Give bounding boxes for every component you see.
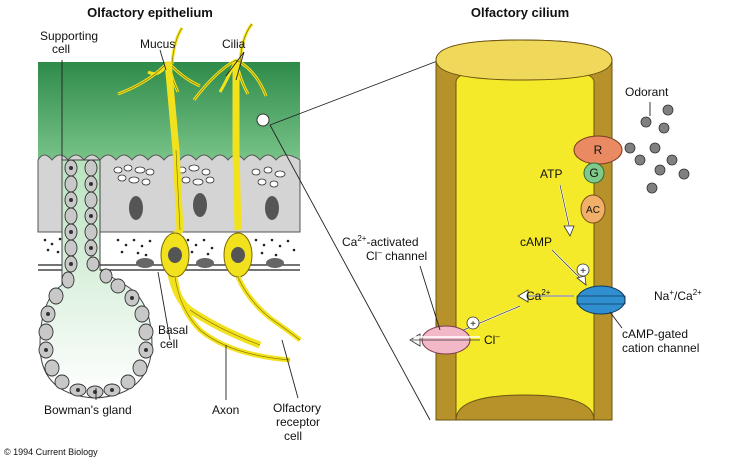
ca-activated-leader [419,265,441,331]
g-protein [583,162,605,184]
basal-cell [266,258,284,268]
axon-label: Axon [212,403,239,417]
bowmans-gland-label: Bowman's gland [44,403,132,417]
supporting-cell-nucleus [129,196,143,220]
g-protein-label: G [589,166,598,180]
camp-gated-channel-pore [576,295,626,305]
supporting-cell-nucleus [265,196,279,220]
cilium-top-cap [435,39,613,81]
olfactory-receptor-neuron-2 [192,23,302,342]
olfactory-receptor-neuron-1 [117,27,291,363]
adenylyl-cyclase [580,194,606,224]
ca-activated-label-1: Ca2+-activated [342,234,419,249]
camp-gated-leader [609,311,623,329]
supporting-cell-label-2: cell [52,42,70,56]
basal-cell-label-2: cell [160,337,178,351]
gland-nuclei [44,166,148,394]
supporting-cell-nucleus [193,193,207,217]
camp-label: cAMP [520,235,552,249]
supporting-cell-label-1: Supporting [40,29,98,43]
cilium-title: Olfactory cilium [471,5,569,20]
odorant-molecules [624,104,690,194]
olfactory-cilium-panel: Olfactory cilium Odorant R G AC ATP cAMP [342,5,702,421]
plus-sign-2-text: + [470,319,476,330]
receptor-label: R [594,143,603,157]
olfactory-receptor-cell-label-2: receptor [276,415,320,429]
plus-sign-1 [576,263,590,277]
na-ca-label: Na+/Ca2+ [654,288,702,303]
basal-cell-label-1: Basal [158,323,188,337]
plus-sign-2 [466,316,480,330]
olfactory-receptor-cell-label-1: Olfactory [273,401,321,415]
plus-sign-1-text: + [580,266,586,277]
atp-label: ATP [540,167,562,181]
mucus-label: Mucus [140,37,175,51]
camp-gated-channel [576,285,626,315]
cilia-label: Cilia [222,37,246,51]
cl-ion-label: Cl– [484,332,500,347]
magnified-region-circle [256,113,270,127]
basal-dots [43,237,296,257]
camp-gated-label-1: cAMP-gated [622,327,688,341]
camp-gated-label-2: cation channel [622,341,699,355]
basal-cell [136,258,154,268]
olfactory-epithelium-panel: Olfactory epithelium [37,5,441,443]
olfactory-receptor-cell-label-3: cell [284,429,302,443]
ca-activated-label-2: Cl– channel [366,248,427,263]
copyright-credit: © 1994 Current Biology [4,447,98,457]
ac-label: AC [586,205,600,216]
ca-ion-label: Ca2+ [526,288,551,303]
granules [113,164,286,188]
label-leaders [61,49,441,421]
epithelium-title: Olfactory epithelium [87,5,213,20]
basal-cell [196,258,214,268]
odorant-label: Odorant [625,85,669,99]
